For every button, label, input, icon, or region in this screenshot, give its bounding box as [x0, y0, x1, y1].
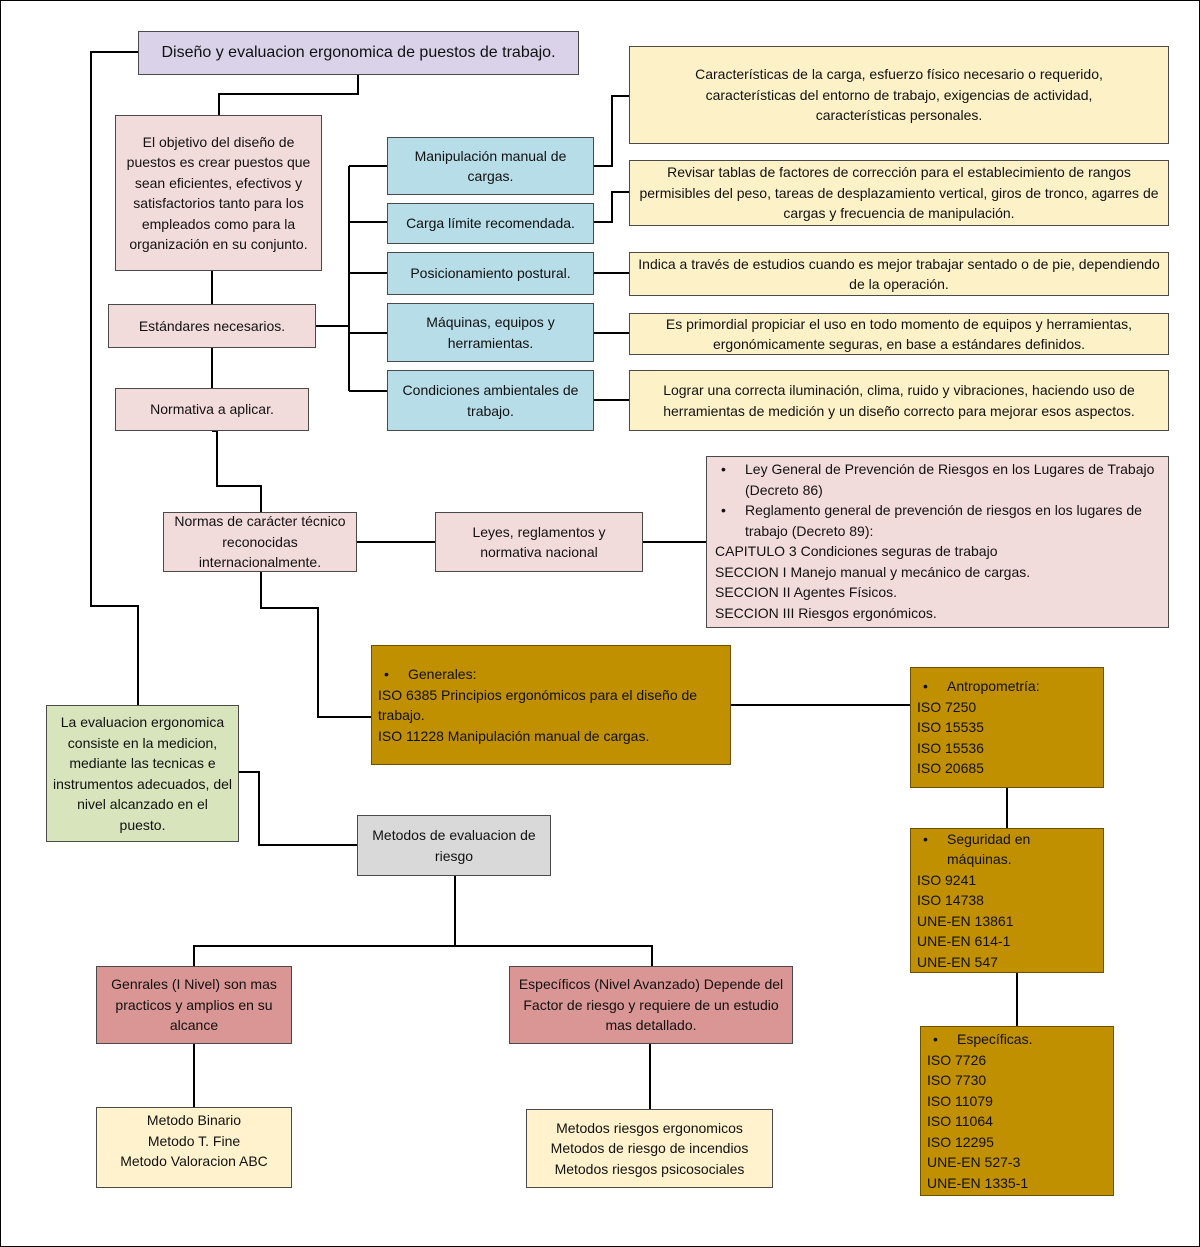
iso-line: ISO 7250 [917, 698, 977, 715]
objective-box: El objetivo del diseño de puestos es cre… [115, 115, 322, 271]
iso-line: UNE-EN 527-3 [927, 1154, 1021, 1170]
iso-line: ISO 11064 [927, 1113, 993, 1129]
iso-line: ISO 15535 [917, 719, 984, 736]
category-label: Manipulación manual de cargas. [414, 147, 567, 185]
category-machines: Máquinas, equipos y herramientas. [387, 303, 594, 362]
detail-machines: Es primordial propiciar el uso en todo m… [629, 313, 1169, 355]
iso-line: ISO 11228 Manipulación manual de cargas. [378, 727, 650, 744]
standards-text: Estándares necesarios. [138, 317, 286, 334]
detail-environment: Lograr una correcta iluminación, clima, … [629, 370, 1169, 431]
evaluation-text: La evaluacion ergonomica consiste en la … [53, 714, 232, 833]
generales-heading: Generales: [378, 664, 724, 685]
detail-text: Es primordial propiciar el uso en todo m… [665, 315, 1133, 353]
law-item: Reglamento general de prevención de ries… [715, 500, 1160, 541]
specific-level-node: Específicos (Nivel Avanzado) Depende del… [509, 966, 793, 1044]
iso-line: UNE-EN 614-1 [917, 933, 1011, 950]
antropometria-heading: Antropometría: [917, 676, 1097, 697]
seguridad-heading: Seguridad en máquinas. [917, 829, 1097, 870]
leyes-text: Leyes, reglamentos y normativa nacional [472, 523, 606, 561]
objective-text: El objetivo del diseño de puestos es cre… [126, 133, 311, 253]
iso-line: ISO 7730 [927, 1072, 987, 1088]
law-item: Ley General de Prevención de Riesgos en … [715, 459, 1160, 500]
iso-line: ISO 20685 [917, 760, 984, 777]
category-label: Condiciones ambientales de trabajo. [402, 382, 579, 419]
category-label: Posicionamiento postural. [410, 265, 571, 282]
iso-line: ISO 6385 Principios ergonómicos para el … [378, 686, 698, 724]
method-item: Metodo Valoracion ABC [120, 1153, 268, 1169]
iso-line: ISO 7726 [927, 1051, 987, 1068]
normas-tecnicas-text: Normas de carácter técnico reconocidas i… [174, 513, 346, 571]
especificas-heading: Específicas. [927, 1029, 1107, 1050]
iso-line: ISO 14738 [917, 892, 984, 909]
method-item: Metodo T. Fine [147, 1132, 241, 1149]
detail-text: Indica a través de estudios cuando es me… [638, 255, 1160, 293]
law-line: SECCION I Manejo manual y mecánico de ca… [715, 563, 1031, 580]
detail-text: Lograr una correcta iluminación, clima, … [663, 382, 1135, 419]
iso-line: UNE-EN 547 [917, 953, 998, 970]
category-label: Carga límite recomendada. [406, 215, 575, 232]
detail-manual-handling: Características de la carga, esfuerzo fí… [629, 46, 1169, 144]
specific-level-text: Específicos (Nivel Avanzado) Depende del… [518, 976, 784, 1034]
category-manual-handling: Manipulación manual de cargas. [387, 137, 594, 195]
general-level-node: Genrales (I Nivel) son mas practicos y a… [96, 966, 292, 1044]
general-methods-box: Metodo Binario Metodo T. Fine Metodo Val… [96, 1107, 292, 1188]
normas-tecnicas-node: Normas de carácter técnico reconocidas i… [163, 512, 357, 572]
evaluation-box: La evaluacion ergonomica consiste en la … [46, 705, 239, 842]
generales-iso-box: Generales: ISO 6385 Principios ergonómic… [371, 645, 731, 765]
iso-line: UNE-EN 1335-1 [927, 1174, 1029, 1191]
seguridad-box: Seguridad en máquinas. ISO 9241 ISO 1473… [910, 828, 1104, 973]
detail-posture: Indica a través de estudios cuando es me… [629, 252, 1169, 296]
methods-text: Metodos de evaluacion de riesgo [372, 827, 536, 864]
category-environment: Condiciones ambientales de trabajo. [387, 370, 594, 431]
category-posture: Posicionamiento postural. [387, 252, 594, 295]
specific-methods-box: Metodos riesgos ergonomicos Metodos de r… [526, 1109, 773, 1188]
iso-line: UNE-EN 13861 [917, 912, 1014, 929]
detail-load-limit: Revisar tablas de factores de corrección… [629, 160, 1169, 226]
method-item: Metodo Binario [146, 1112, 242, 1128]
diagram-title-text: Diseño y evaluacion ergonomica de puesto… [161, 44, 556, 61]
category-label: Máquinas, equipos y herramientas. [426, 314, 555, 351]
diagram-title: Diseño y evaluacion ergonomica de puesto… [138, 31, 579, 75]
law-line: SECCION II Agentes Físicos. [715, 584, 898, 600]
law-line: SECCION III Riesgos ergonómicos. [715, 604, 937, 621]
method-item: Metodos riesgos psicosociales [554, 1160, 745, 1177]
normativa-node: Normativa a aplicar. [115, 388, 309, 431]
law-line: CAPITULO 3 Condiciones seguras de trabaj… [715, 543, 998, 559]
especificas-box: Específicas. ISO 7726 ISO 7730 ISO 11079… [920, 1026, 1114, 1196]
iso-line: ISO 9241 [917, 871, 977, 888]
methods-node: Metodos de evaluacion de riesgo [357, 815, 551, 876]
iso-line: ISO 12295 [927, 1133, 994, 1150]
detail-text: Características de la carga, esfuerzo fí… [695, 66, 1103, 124]
category-load-limit: Carga límite recomendada. [387, 203, 594, 244]
iso-line: ISO 11079 [927, 1092, 993, 1109]
method-item: Metodos riesgos ergonomicos [556, 1119, 743, 1136]
method-item: Metodos de riesgo de incendios [550, 1140, 749, 1157]
iso-line: ISO 15536 [917, 739, 984, 756]
detail-text: Revisar tablas de factores de corrección… [639, 164, 1159, 222]
general-level-text: Genrales (I Nivel) son mas practicos y a… [111, 976, 277, 1034]
leyes-node: Leyes, reglamentos y normativa nacional [435, 512, 643, 572]
laws-box: Ley General de Prevención de Riesgos en … [706, 456, 1169, 628]
antropometria-box: Antropometría: ISO 7250 ISO 15535 ISO 15… [910, 667, 1104, 788]
standards-node: Estándares necesarios. [108, 304, 316, 348]
normativa-text: Normativa a aplicar. [150, 401, 274, 418]
